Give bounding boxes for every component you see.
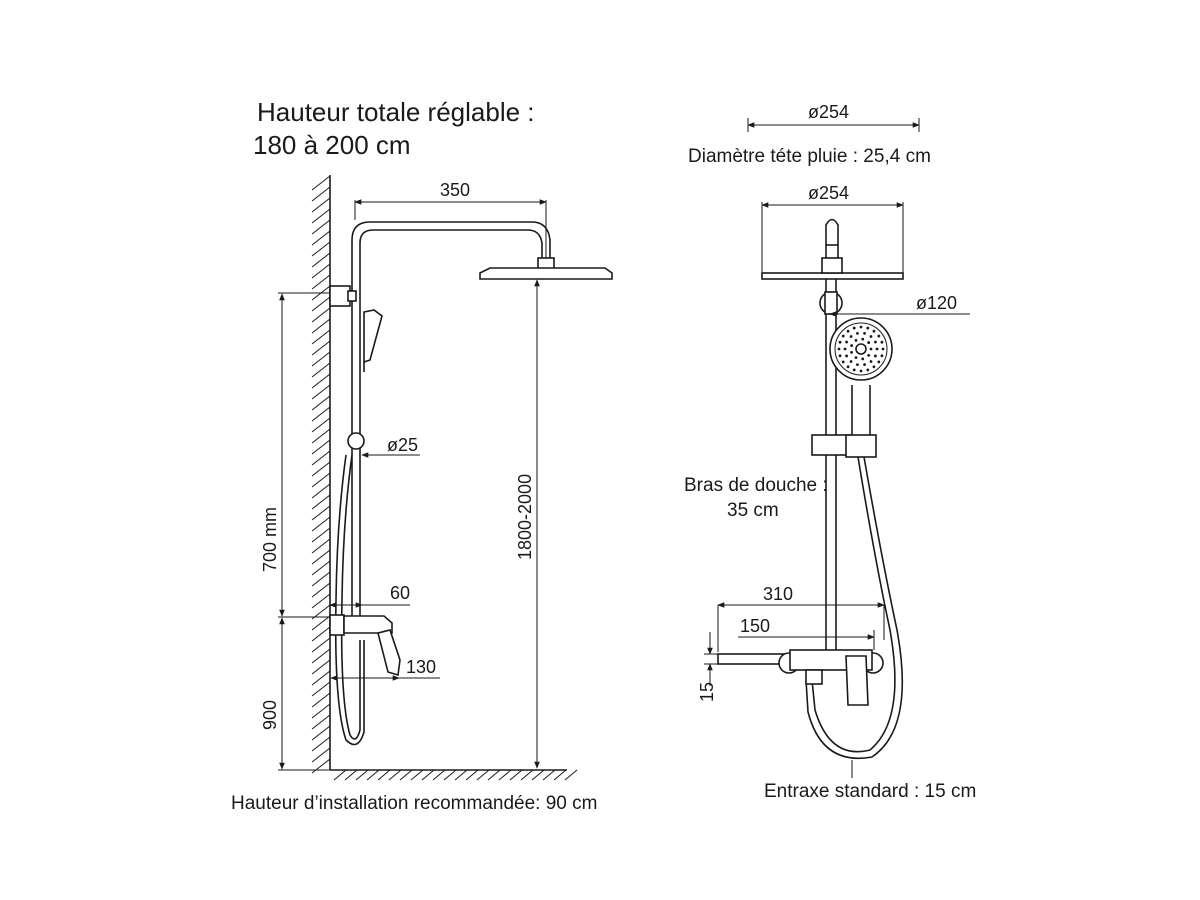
right-front-view: ø254 Diamètre téte pluie : 25,4 cm ø254 bbox=[684, 102, 976, 802]
svg-text:310: 310 bbox=[763, 584, 793, 604]
hose-side bbox=[340, 454, 361, 740]
svg-text:150: 150 bbox=[740, 616, 770, 636]
svg-text:ø25: ø25 bbox=[387, 435, 418, 455]
svg-text:ø254: ø254 bbox=[808, 102, 849, 122]
dim-arm-350: 350 bbox=[354, 180, 547, 258]
svg-text:130: 130 bbox=[406, 657, 436, 677]
svg-text:900: 900 bbox=[260, 700, 280, 730]
dim-slide-700: 700 mm bbox=[260, 292, 330, 618]
floor bbox=[330, 769, 578, 781]
rain-head-front bbox=[761, 218, 904, 280]
standard-spacing-caption: Entraxe standard : 15 cm bbox=[764, 781, 976, 802]
mixer-side bbox=[329, 614, 401, 677]
dim-shelf-150: 150 bbox=[738, 616, 875, 650]
hand-shower-side bbox=[363, 309, 383, 372]
wall bbox=[311, 175, 331, 774]
dim-bar-25: ø25 bbox=[361, 435, 420, 458]
svg-text:15: 15 bbox=[697, 682, 717, 702]
svg-text:1800-2000: 1800-2000 bbox=[515, 474, 535, 560]
arm-caption-line1: Bras de douche : bbox=[684, 475, 828, 496]
dim-overall-310: 310 bbox=[717, 584, 885, 652]
svg-text:ø254: ø254 bbox=[808, 183, 849, 203]
dim-head-top-254: ø254 bbox=[747, 102, 920, 132]
dim-handshower-120: ø120 bbox=[829, 293, 970, 317]
upper-wall-bracket bbox=[329, 285, 351, 307]
dim-shelf-height-15: 15 bbox=[697, 632, 720, 702]
head-diameter-caption: Diamètre téte pluie : 25,4 cm bbox=[688, 146, 931, 167]
dim-wall-offset-60: 60 bbox=[329, 583, 410, 608]
slider-knob[interactable] bbox=[347, 432, 365, 450]
left-side-view: Hauteur totale réglable : 180 à 200 cm bbox=[231, 97, 613, 814]
svg-text:700 mm: 700 mm bbox=[260, 507, 280, 572]
svg-text:60: 60 bbox=[390, 583, 410, 603]
dim-mixer-130: 130 bbox=[330, 657, 440, 681]
arm-caption-line2: 35 cm bbox=[727, 500, 779, 521]
hose-front bbox=[811, 456, 896, 753]
install-height-caption: Hauteur d’installation recommandée: 90 c… bbox=[231, 793, 597, 814]
total-height-title-line2: 180 à 200 cm bbox=[253, 130, 411, 160]
hand-shower-front[interactable] bbox=[829, 317, 893, 458]
rain-head-side bbox=[479, 267, 613, 280]
dim-install-900: 900 bbox=[260, 617, 330, 771]
mixer-front bbox=[778, 649, 884, 706]
svg-text:350: 350 bbox=[440, 180, 470, 200]
svg-text:ø120: ø120 bbox=[916, 293, 957, 313]
total-height-title-line1: Hauteur totale réglable : bbox=[257, 97, 535, 127]
dim-head-254: ø254 bbox=[761, 183, 904, 278]
dim-total-height: 1800-2000 bbox=[515, 279, 540, 769]
